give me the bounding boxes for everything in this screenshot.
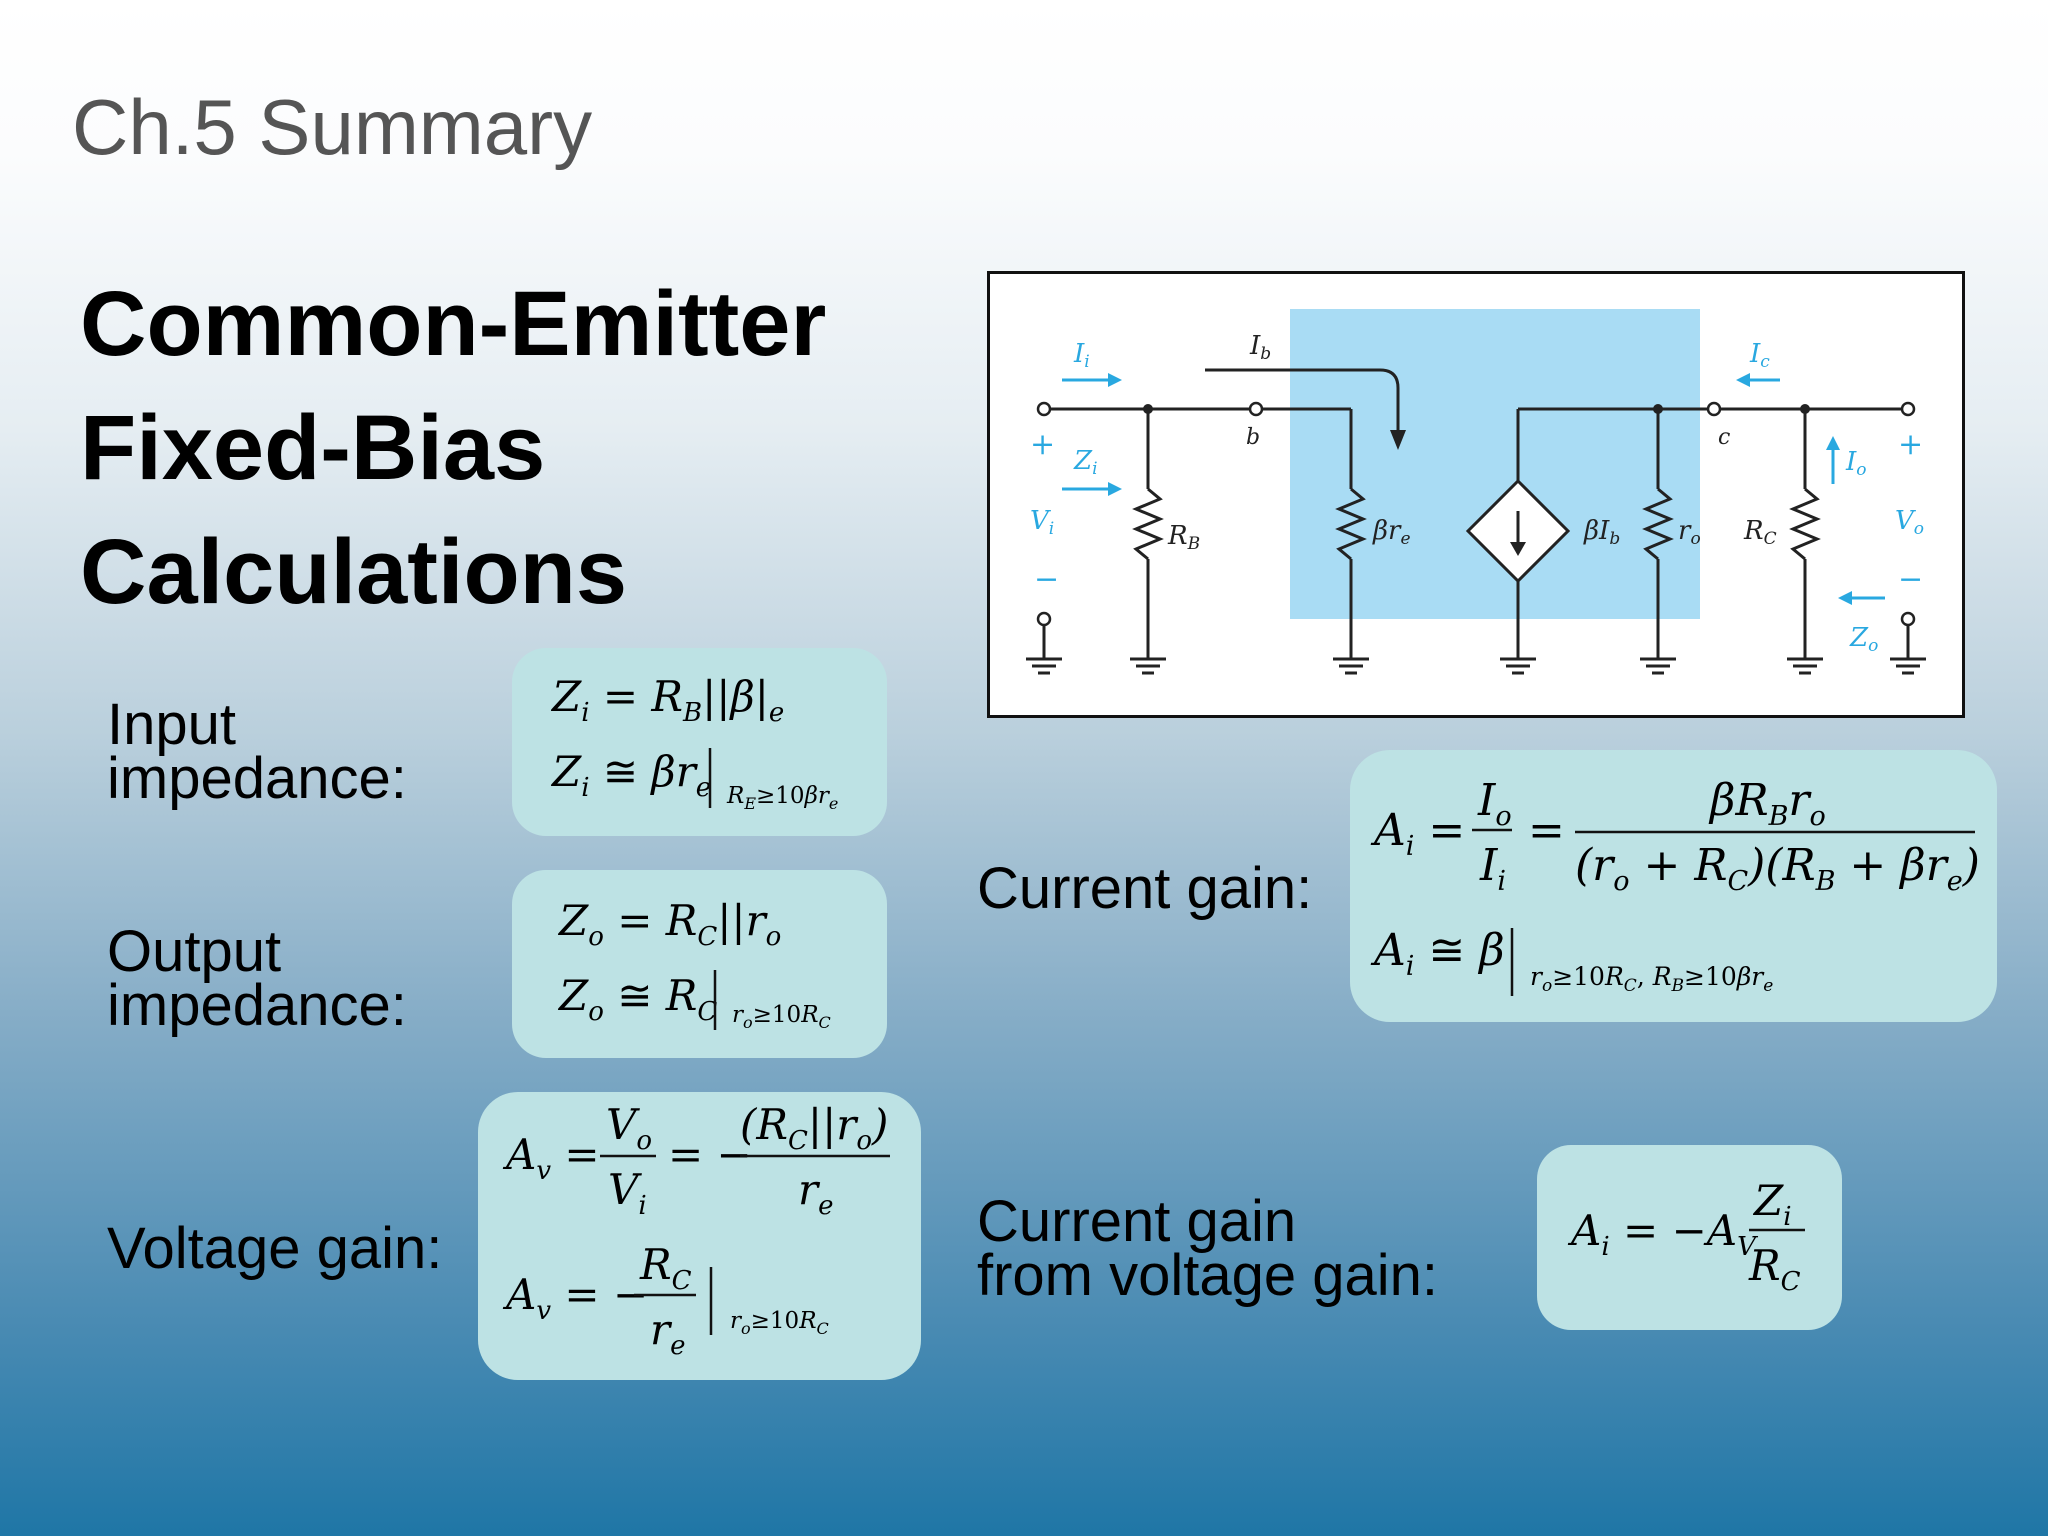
svg-text:RE≥10βre: RE≥10βre bbox=[726, 783, 838, 813]
svg-text:RC: RC bbox=[1748, 1241, 1801, 1297]
current-source-arrow-icon bbox=[1510, 511, 1526, 556]
svg-text:Zo ≅ RC: Zo ≅ RC bbox=[557, 971, 717, 1027]
output-plus-sign: + bbox=[1898, 427, 1923, 462]
svg-text:Zi ≅ βre: Zi ≅ βre bbox=[550, 747, 711, 803]
input-impedance-label-line-2: impedance: bbox=[107, 746, 407, 811]
svg-text:Vo: Vo bbox=[606, 1100, 652, 1156]
output-impedance-label-line-1: Output bbox=[107, 919, 282, 984]
ground-symbols bbox=[1026, 657, 1926, 675]
voltage-gain-formula-box: Av = Vo Vi = − (RC||ro) re Av = − RC re … bbox=[478, 1092, 921, 1380]
voltage-gain-exact-formula: Av = Vo Vi = − (RC||ro) re bbox=[502, 1100, 890, 1221]
slide-title: Ch.5 Summary bbox=[72, 83, 593, 171]
svg-text:Io: Io bbox=[1477, 775, 1512, 832]
output-impedance-approx-formula: Zo ≅ RC ro≥10RC bbox=[557, 970, 831, 1032]
ib-label: Ib bbox=[1249, 331, 1271, 364]
svg-text:re: re bbox=[650, 1305, 685, 1361]
svg-text:Ai =: Ai = bbox=[1370, 805, 1465, 862]
ib-arrow-icon bbox=[1205, 368, 1406, 450]
heading-line-2: Fixed-Bias bbox=[80, 397, 546, 499]
voltage-gain-approx-formula: Av = − RC re ro≥10RC bbox=[502, 1240, 829, 1361]
output-terminal-bottom bbox=[1900, 611, 1916, 627]
slide-heading: Common-Emitter Fixed-Bias Calculations bbox=[80, 262, 826, 634]
zi-arrow-icon bbox=[1062, 482, 1122, 496]
current-gain-approx-formula: Ai ≅ β ro≥10RC, RB≥10βre bbox=[1370, 925, 1773, 996]
input-impedance-approx-formula: Zi ≅ βre RE≥10βre bbox=[550, 747, 838, 813]
zo-arrow-icon bbox=[1838, 591, 1885, 605]
svg-text:Zi: Zi bbox=[1752, 1176, 1792, 1232]
output-impedance-formula-box: Zo = RC||ro Zo ≅ RC ro≥10RC bbox=[512, 870, 887, 1058]
svg-text:= −: = − bbox=[668, 1130, 752, 1179]
io-label: Io bbox=[1845, 447, 1867, 480]
svg-text:Ii: Ii bbox=[1479, 840, 1506, 897]
input-impedance-exact-formula: Zi = RB||β|e bbox=[550, 672, 784, 728]
input-impedance-formula-box: Zi = RB||β|e Zi ≅ βre RE≥10βre bbox=[512, 648, 887, 836]
vo-label: Vo bbox=[1895, 506, 1924, 539]
heading-line-3: Calculations bbox=[80, 521, 628, 623]
current-gain-formulas: Ai = Io Ii = βRBro (ro + RC)(RB + βre) A… bbox=[1370, 775, 1980, 996]
input-impedance-label-line-1: Input bbox=[107, 692, 236, 757]
svg-text:Zi = RB||β|e: Zi = RB||β|e bbox=[550, 672, 784, 728]
current-gain-label: Current gain: bbox=[977, 856, 1313, 921]
output-impedance-label-line-2: impedance: bbox=[107, 973, 407, 1038]
zo-label: Zo bbox=[1849, 623, 1878, 656]
c-node-label: c bbox=[1718, 425, 1730, 450]
svg-text:re: re bbox=[798, 1165, 833, 1221]
collector-terminal bbox=[1706, 401, 1722, 417]
output-terminal-top bbox=[1900, 401, 1916, 417]
ce-fixed-bias-ac-equivalent-circuit: Ii Zi Vi + − Ic Io Vo + − Zo Ib b c RB β… bbox=[1026, 309, 1926, 675]
output-impedance-formulas: Zo = RC||ro Zo ≅ RC ro≥10RC bbox=[557, 896, 831, 1032]
b-node-label: b bbox=[1246, 425, 1260, 450]
svg-text:(ro + RC)(RB + βre): (ro + RC)(RB + βre) bbox=[1575, 840, 1980, 897]
rb-label: RB bbox=[1167, 521, 1200, 554]
input-impedance-label: Input impedance: bbox=[107, 692, 407, 811]
current-gain-from-voltage-line-1: Current gain bbox=[977, 1189, 1297, 1254]
zi-label: Zi bbox=[1073, 446, 1098, 479]
ii-label: Ii bbox=[1073, 339, 1090, 372]
output-impedance-label: Output impedance: bbox=[107, 919, 407, 1038]
svg-text:ro≥10RC: ro≥10RC bbox=[732, 1002, 831, 1032]
svg-text:Zo = RC||ro: Zo = RC||ro bbox=[557, 896, 781, 952]
input-terminal-top bbox=[1036, 401, 1052, 417]
io-arrow-icon bbox=[1826, 436, 1840, 484]
input-minus-sign: − bbox=[1034, 562, 1059, 597]
svg-text:Vi: Vi bbox=[608, 1165, 647, 1221]
svg-text:βRBro: βRBro bbox=[1708, 775, 1826, 832]
svg-text:Av =: Av = bbox=[502, 1130, 600, 1186]
input-terminal-bottom bbox=[1036, 611, 1052, 627]
svg-text:Ai ≅ β: Ai ≅ β bbox=[1370, 925, 1505, 982]
ic-label: Ic bbox=[1749, 339, 1770, 372]
current-gain-from-voltage-formula: Ai = −AV Zi RC bbox=[1567, 1176, 1805, 1297]
vi-label: Vi bbox=[1030, 506, 1054, 539]
transistor-model-region bbox=[1290, 309, 1700, 619]
heading-line-1: Common-Emitter bbox=[80, 273, 827, 375]
svg-text:RC: RC bbox=[639, 1240, 692, 1296]
svg-text:Av = −: Av = − bbox=[502, 1270, 648, 1326]
input-plus-sign: + bbox=[1030, 427, 1055, 462]
svg-text:(RC||ro): (RC||ro) bbox=[740, 1100, 888, 1156]
voltage-gain-formulas: Av = Vo Vi = − (RC||ro) re Av = − RC re … bbox=[502, 1100, 890, 1361]
svg-text:Ai = −AV: Ai = −AV bbox=[1567, 1206, 1758, 1262]
ic-arrow-icon bbox=[1736, 373, 1780, 387]
svg-text:=: = bbox=[1528, 805, 1565, 856]
current-gain-exact-formula: Ai = Io Ii = βRBro (ro + RC)(RB + βre) bbox=[1370, 775, 1980, 897]
input-impedance-formulas: Zi = RB||β|e Zi ≅ βre RE≥10βre bbox=[550, 672, 838, 813]
current-gain-from-voltage-line-2: from voltage gain: bbox=[977, 1243, 1439, 1308]
svg-text:ro≥10RC: ro≥10RC bbox=[730, 1308, 829, 1338]
current-gain-formula-box: Ai = Io Ii = βRBro (ro + RC)(RB + βre) A… bbox=[1350, 750, 1997, 1022]
svg-text:ro≥10RC, RB≥10βre: ro≥10RC, RB≥10βre bbox=[1530, 962, 1773, 996]
output-impedance-exact-formula: Zo = RC||ro bbox=[557, 896, 781, 952]
current-gain-from-voltage-label: Current gain from voltage gain: bbox=[977, 1189, 1439, 1308]
rc-label: RC bbox=[1743, 516, 1777, 549]
output-minus-sign: − bbox=[1898, 562, 1923, 597]
voltage-gain-label: Voltage gain: bbox=[107, 1216, 443, 1281]
circuit-diagram: Ii Zi Vi + − Ic Io Vo + − Zo Ib b c RB β… bbox=[987, 271, 1965, 718]
ii-arrow-icon bbox=[1062, 373, 1122, 387]
base-terminal bbox=[1248, 401, 1264, 417]
current-gain-from-voltage-formula-box: Ai = −AV Zi RC bbox=[1537, 1145, 1842, 1330]
